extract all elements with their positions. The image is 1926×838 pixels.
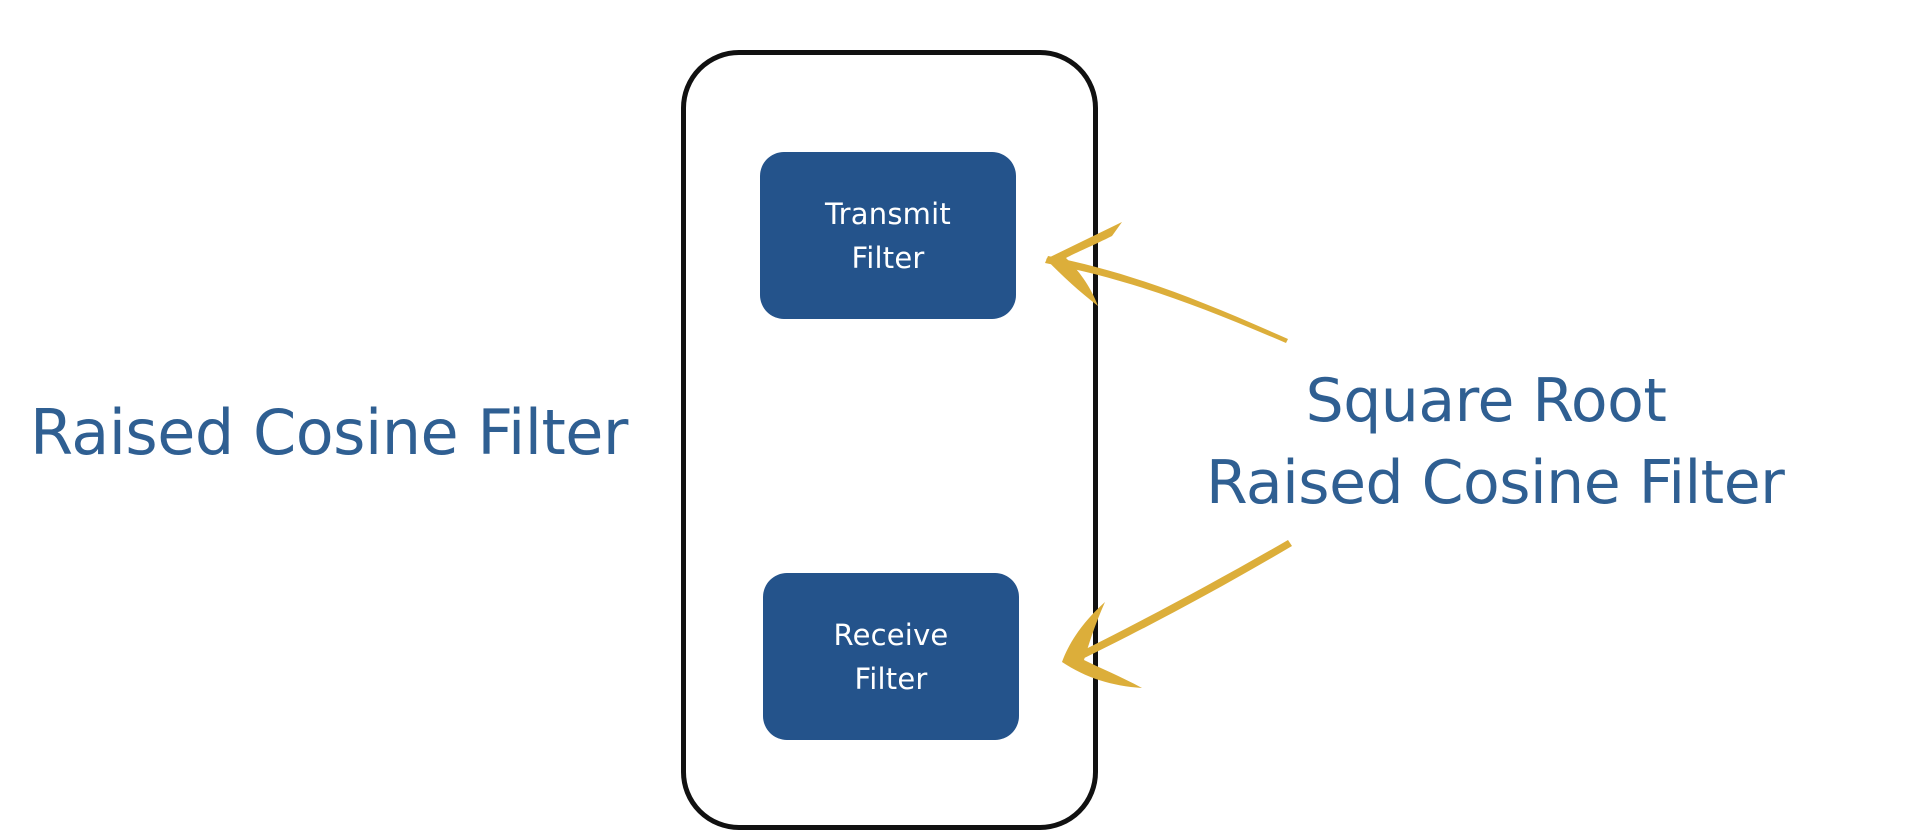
square-root-raised-cosine-filter-label: Square Root Raised Cosine Filter (1206, 360, 1785, 524)
transmit-filter-line1: Transmit (825, 196, 951, 231)
receive-filter-block: Receive Filter (763, 573, 1019, 740)
transmit-arrow-icon (1045, 222, 1288, 343)
filter-chain-frame (681, 50, 1098, 830)
right-label-line1: Square Root (1305, 366, 1667, 436)
transmit-filter-block: Transmit Filter (760, 152, 1016, 319)
right-label-line2: Raised Cosine Filter (1206, 448, 1785, 518)
receive-filter-line1: Receive (833, 617, 949, 652)
receive-arrow-icon (1062, 540, 1292, 688)
transmit-filter-line2: Filter (851, 240, 925, 275)
receive-filter-line2: Filter (854, 661, 928, 696)
raised-cosine-filter-label: Raised Cosine Filter (30, 396, 628, 469)
